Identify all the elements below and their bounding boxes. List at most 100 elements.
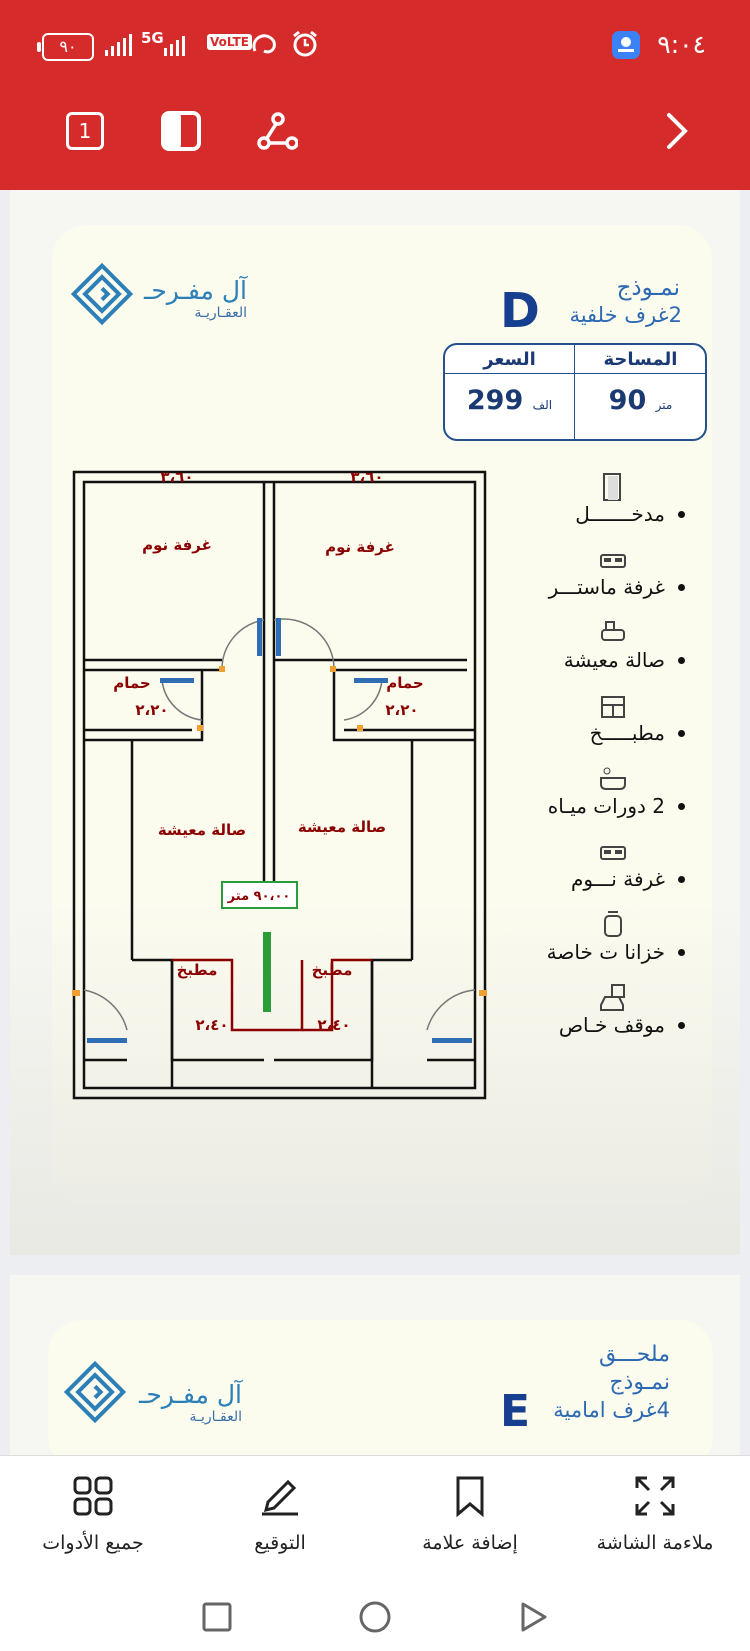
dim-label: ٣،٦٠ — [350, 470, 383, 486]
bookmark-icon — [456, 1476, 484, 1518]
dim-label: ٢،٢٠ — [385, 701, 418, 719]
company-sub: العقـاريـة — [194, 305, 247, 321]
feature-label: خزانا ت خاصة — [546, 940, 665, 964]
forward-button[interactable] — [655, 110, 697, 152]
feature-item: موقف خـاص — [500, 983, 685, 1056]
bed-icon — [600, 846, 626, 860]
share-icon — [257, 112, 298, 150]
room-label: حمام — [113, 674, 151, 692]
room-label: غرفة نوم — [142, 536, 212, 554]
back-nav-icon[interactable] — [517, 1600, 551, 1634]
recents-nav-icon[interactable] — [200, 1600, 234, 1634]
app-header: ٩٠ 5G VoLTE ٩:٠٤ 1 — [0, 0, 750, 190]
divider — [574, 345, 575, 439]
door-icon — [603, 473, 621, 501]
network-type: 5G — [141, 29, 164, 47]
grid-icon — [73, 1476, 113, 1516]
model-letter: D — [500, 283, 540, 339]
feature-item: مدخـــــــل — [500, 472, 685, 545]
wifi-call-icon — [250, 31, 280, 61]
company-sub: العقـاريـة — [189, 1409, 242, 1425]
add-bookmark-button[interactable]: إضافة علامة — [395, 1474, 545, 1554]
alarm-icon — [291, 30, 319, 62]
company-logo-icon — [70, 262, 134, 326]
tool-label: ملاءمة الشاشة — [596, 1532, 714, 1554]
page-count-button[interactable]: 1 — [64, 110, 106, 152]
room-label: صالة معيشة — [298, 818, 386, 836]
company-name: آل مفـرحـ — [139, 1380, 242, 1409]
model-subtitle: 2غرف خلفية — [569, 303, 682, 327]
area-label: المساحة — [603, 349, 678, 370]
feature-item: مطبـــــخ — [500, 691, 685, 764]
volte-badge: VoLTE — [207, 34, 252, 50]
room-label: مطبخ — [312, 961, 353, 979]
model-label: نمـوذج — [609, 1370, 670, 1395]
feature-item: 2 دورات ميـاه — [500, 764, 685, 837]
area-value: متر 90 — [576, 385, 705, 416]
bed-icon — [600, 554, 626, 568]
feature-item: خزانا ت خاصة — [500, 910, 685, 983]
pen-icon — [262, 1479, 298, 1516]
area-number: 90 — [608, 385, 647, 416]
price-label: السعر — [483, 349, 536, 370]
feature-label: مدخـــــــل — [575, 502, 665, 526]
feature-item: غرفة ماستـــر — [500, 545, 685, 618]
feature-item: صالة معيشة — [500, 618, 685, 691]
price-unit: الف — [532, 398, 553, 412]
company-logo-icon — [63, 1360, 127, 1424]
bathtub-icon — [600, 767, 626, 790]
feature-label: غرفة ماستـــر — [548, 575, 665, 599]
model-label: نمـوذج — [616, 275, 680, 301]
feature-label: غرفة نـــوم — [571, 867, 665, 891]
all-tools-button[interactable]: جميع الأدوات — [18, 1474, 168, 1554]
price-number: 299 — [466, 385, 524, 416]
price-value: الف 299 — [445, 385, 574, 416]
home-nav-icon[interactable] — [358, 1600, 392, 1634]
tool-label: التوقيع — [254, 1532, 306, 1554]
clock: ٩:٠٤ — [657, 30, 706, 59]
annex-label: ملحـــق — [599, 1342, 670, 1367]
model-e-card — [48, 1320, 713, 1470]
bottom-toolbar: ملاءمة الشاشة إضافة علامة التوقيع جميع ا… — [0, 1455, 750, 1651]
spec-table: المساحة السعر متر 90 الف 299 — [443, 343, 707, 441]
fit-screen-icon — [635, 1476, 675, 1516]
dim-label: ٢،٤٠ — [195, 1016, 228, 1034]
reading-mode-button[interactable] — [160, 110, 202, 152]
divider — [445, 373, 705, 374]
room-label: حمام — [386, 674, 424, 692]
page-count: 1 — [66, 112, 104, 150]
feature-list: مدخـــــــل غرفة ماستـــر صالة معيشة مطب… — [500, 472, 685, 1056]
tool-label: إضافة علامة — [422, 1532, 518, 1554]
room-label: صالة معيشة — [158, 821, 246, 839]
company-logo-text: آل مفـرحـ العقـاريـة — [142, 276, 247, 321]
signal-icon — [105, 34, 137, 60]
feature-item: غرفة نـــوم — [500, 837, 685, 910]
dim-label: ٢،٤٠ — [317, 1016, 350, 1034]
room-label: مطبخ — [177, 961, 218, 979]
sofa-icon — [601, 621, 625, 641]
kitchen-icon — [601, 696, 625, 718]
feature-label: 2 دورات ميـاه — [547, 794, 665, 818]
tool-label: جميع الأدوات — [42, 1532, 144, 1554]
parking-icon — [600, 984, 625, 1011]
model-letter: E — [500, 1386, 531, 1437]
feature-label: مطبـــــخ — [589, 721, 665, 745]
signature-button[interactable]: التوقيع — [205, 1474, 355, 1554]
dim-label: ٢،٢٠ — [135, 701, 168, 719]
split-view-icon — [161, 111, 201, 151]
signal2-icon — [164, 34, 194, 60]
battery-indicator: ٩٠ — [37, 33, 94, 61]
feature-label: موقف خـاص — [558, 1013, 665, 1037]
share-button[interactable] — [256, 110, 298, 152]
room-label: غرفة نوم — [325, 538, 395, 556]
dim-label: ٣،٦٠ — [160, 470, 193, 486]
area-unit: متر — [655, 398, 673, 412]
chevron-right-icon — [667, 113, 688, 149]
company-logo-text: آل مفـرحـ العقـاريـة — [137, 1380, 242, 1425]
status-bar: ٩٠ 5G VoLTE ٩:٠٤ — [0, 0, 750, 90]
plan-area-badge: ٩٠،٠٠ متر — [227, 889, 291, 904]
company-name: آل مفـرحـ — [144, 276, 247, 305]
model-subtitle: 4غرف امامية — [553, 1398, 670, 1422]
water-tank-icon — [604, 911, 622, 937]
fit-screen-button[interactable]: ملاءمة الشاشة — [580, 1474, 730, 1554]
